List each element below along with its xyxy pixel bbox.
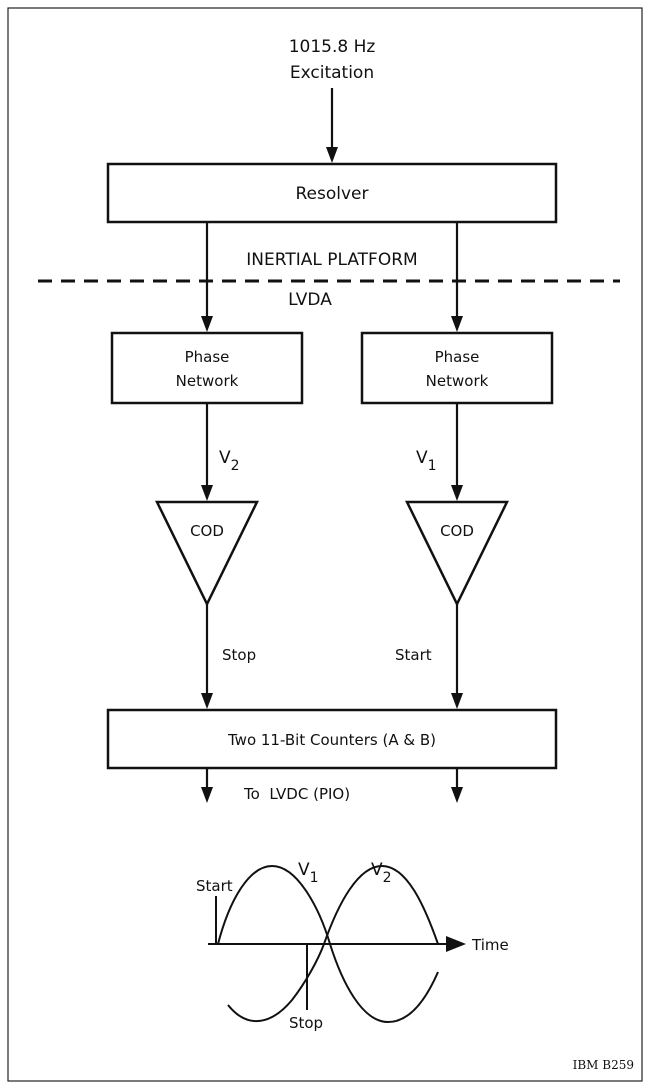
resolver-label: Resolver [296,184,369,204]
phase-network-right-line2: Network [426,372,489,390]
left-phase-arrowhead [201,316,213,332]
stop-signal-label: Stop [222,646,256,664]
v2-waveform [227,864,439,1022]
waveform-time-label: Time [471,936,509,954]
waveform-start-label: Start [196,877,233,895]
waveform-v1-label: V1 [298,860,319,886]
excitation-frequency-label: 1015.8 Hz [289,37,376,57]
left-cod-arrowhead [201,485,213,501]
counters-right-arrowhead [451,693,463,709]
figure-credit: IBM B259 [573,1058,634,1072]
counters-box [106,708,558,770]
right-cod-arrowhead [451,485,463,501]
phase-network-left-line2: Network [176,372,239,390]
counters-left-arrowhead [201,693,213,709]
lvda-label: LVDA [288,290,332,310]
cod-right-triangle [404,500,510,607]
resolver-box [106,162,558,224]
timing-waveform: Start V1 V2 Time Stop [196,860,509,1032]
output-left-arrowhead [201,787,213,803]
waveform-stop-label: Stop [289,1014,323,1032]
excitation-label: Excitation [290,63,374,83]
phase-network-right-line1: Phase [435,348,480,366]
excitation-arrowhead [326,147,338,163]
phase-network-right-box [360,331,554,405]
v2-signal-label: V2 [219,448,240,474]
waveform-v2-label: V2 [371,860,392,886]
figure-border [7,7,643,1082]
right-phase-arrowhead [451,316,463,332]
v1-signal-label: V1 [416,448,437,474]
cod-right-label: COD [440,522,474,540]
lvdc-destination-label: To LVDC (PIO) [243,785,350,803]
cod-left-label: COD [190,522,224,540]
v1-waveform [217,864,439,1024]
phase-network-left-box [110,331,304,405]
inertial-platform-label: INERTIAL PLATFORM [246,250,417,270]
phase-network-left-line1: Phase [185,348,230,366]
counters-label: Two 11-Bit Counters (A & B) [227,731,436,749]
output-right-arrowhead [451,787,463,803]
time-axis-arrowhead [446,936,466,952]
start-signal-label: Start [395,646,432,664]
cod-left-triangle [154,500,260,607]
